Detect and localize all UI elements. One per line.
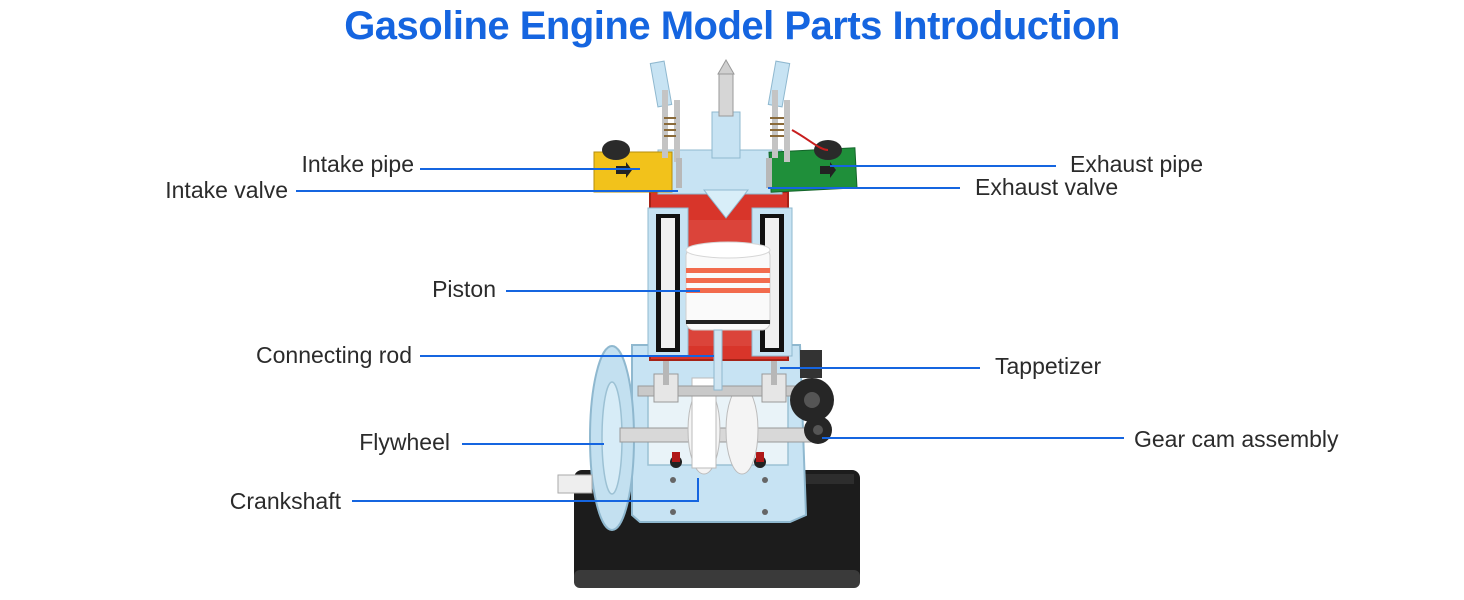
label-gear-cam-assembly: Gear cam assembly [1134,426,1339,452]
gear-cam-shape [790,350,834,444]
leader-lines [296,165,1124,502]
terminals [670,452,766,468]
flywheel-shape [557,345,635,531]
label-piston: Piston [432,276,496,302]
label-crankshaft: Crankshaft [229,488,341,514]
label-flywheel: Flywheel [359,429,450,455]
label-tappetizer: Tappetizer [995,353,1102,379]
leader-crankshaft [352,478,699,502]
label-intake-valve: Intake valve [165,177,288,203]
valve-train [649,58,829,188]
label-exhaust-valve: Exhaust valve [975,174,1119,200]
label-intake-pipe: Intake pipe [301,151,414,177]
label-exhaust-pipe: Exhaust pipe [1070,151,1203,177]
label-connecting-rod: Connecting rod [256,342,412,368]
page-title: Gasoline Engine Model Parts Introduction [344,4,1120,48]
piston-shape [685,241,771,391]
